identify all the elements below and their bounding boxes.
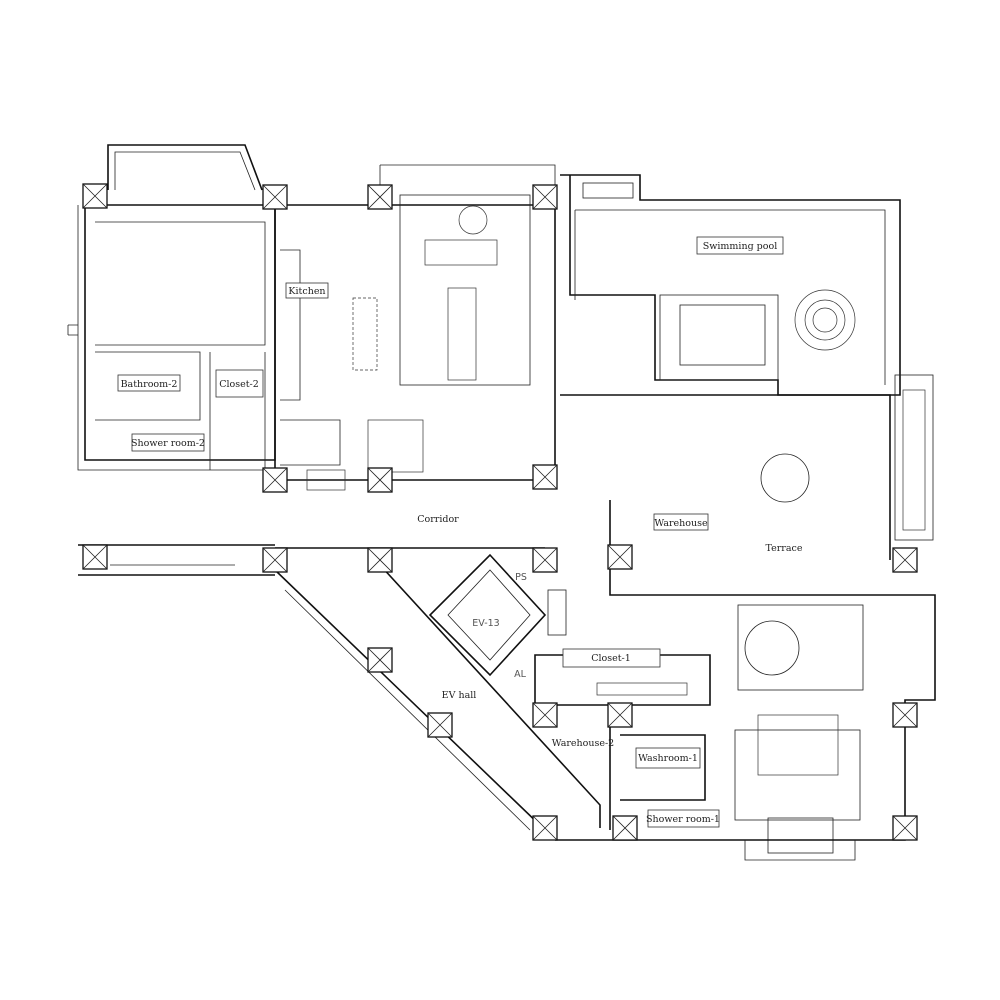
svg-text:Closet-1: Closet-1 [591,653,631,664]
svg-text:Closet-2: Closet-2 [219,379,259,390]
structural-column [892,815,918,841]
room-label-corridor: Corridor [417,514,459,525]
structural-column [607,544,633,570]
structural-column [262,184,288,210]
room-label-terrace: Terrace [766,543,803,554]
structural-column [262,467,288,493]
balcony-wall [107,144,263,191]
room-label-ps: PS [515,572,527,583]
room-label-closet-1: Closet-1 [562,648,661,668]
room-label-ev-13: EV-13 [472,618,499,629]
structural-column [367,647,393,673]
structural-column [532,184,558,210]
room-label-ev-hall: EV hall [442,690,477,701]
structural-column [82,183,108,209]
room-label-kitchen: Kitchen [285,282,329,299]
svg-text:Washroom-1: Washroom-1 [638,753,698,764]
structural-columns [82,183,918,841]
structural-column [532,547,558,573]
structural-column [532,464,558,490]
svg-text:Shower room-2: Shower room-2 [131,438,205,449]
room-label-warehouse-2: Warehouse-2 [552,738,614,749]
room-label-closet-2: Closet-2 [215,369,264,398]
structural-column [367,547,393,573]
structural-column [82,544,108,570]
structural-column [427,712,453,738]
svg-text:Warehouse: Warehouse [654,518,708,529]
svg-text:Swimming pool: Swimming pool [703,241,778,252]
structural-column [262,547,288,573]
bedroom-wall [84,204,276,461]
svg-text:Bathroom-2: Bathroom-2 [121,379,178,390]
structural-column [892,547,918,573]
walls [67,144,936,861]
room-label-shower-room-1: Shower room-1 [646,809,720,828]
svg-text:Shower room-1: Shower room-1 [646,814,720,825]
room-label-washroom-1: Washroom-1 [635,747,701,769]
structural-column [532,815,558,841]
room-label-swimming-pool: Swimming pool [696,236,784,255]
structural-column [607,702,633,728]
room-label-bathroom-2: Bathroom-2 [117,374,181,392]
structural-column [532,702,558,728]
svg-text:Kitchen: Kitchen [288,286,325,297]
structural-column [612,815,638,841]
room-label-al: AL [514,669,526,680]
room-label-shower-room-2: Shower room-2 [131,433,205,452]
structural-column [367,467,393,493]
elevator-shaft [428,553,547,677]
structural-column [892,702,918,728]
structural-column [367,184,393,210]
room-label-warehouse: Warehouse [653,513,709,531]
